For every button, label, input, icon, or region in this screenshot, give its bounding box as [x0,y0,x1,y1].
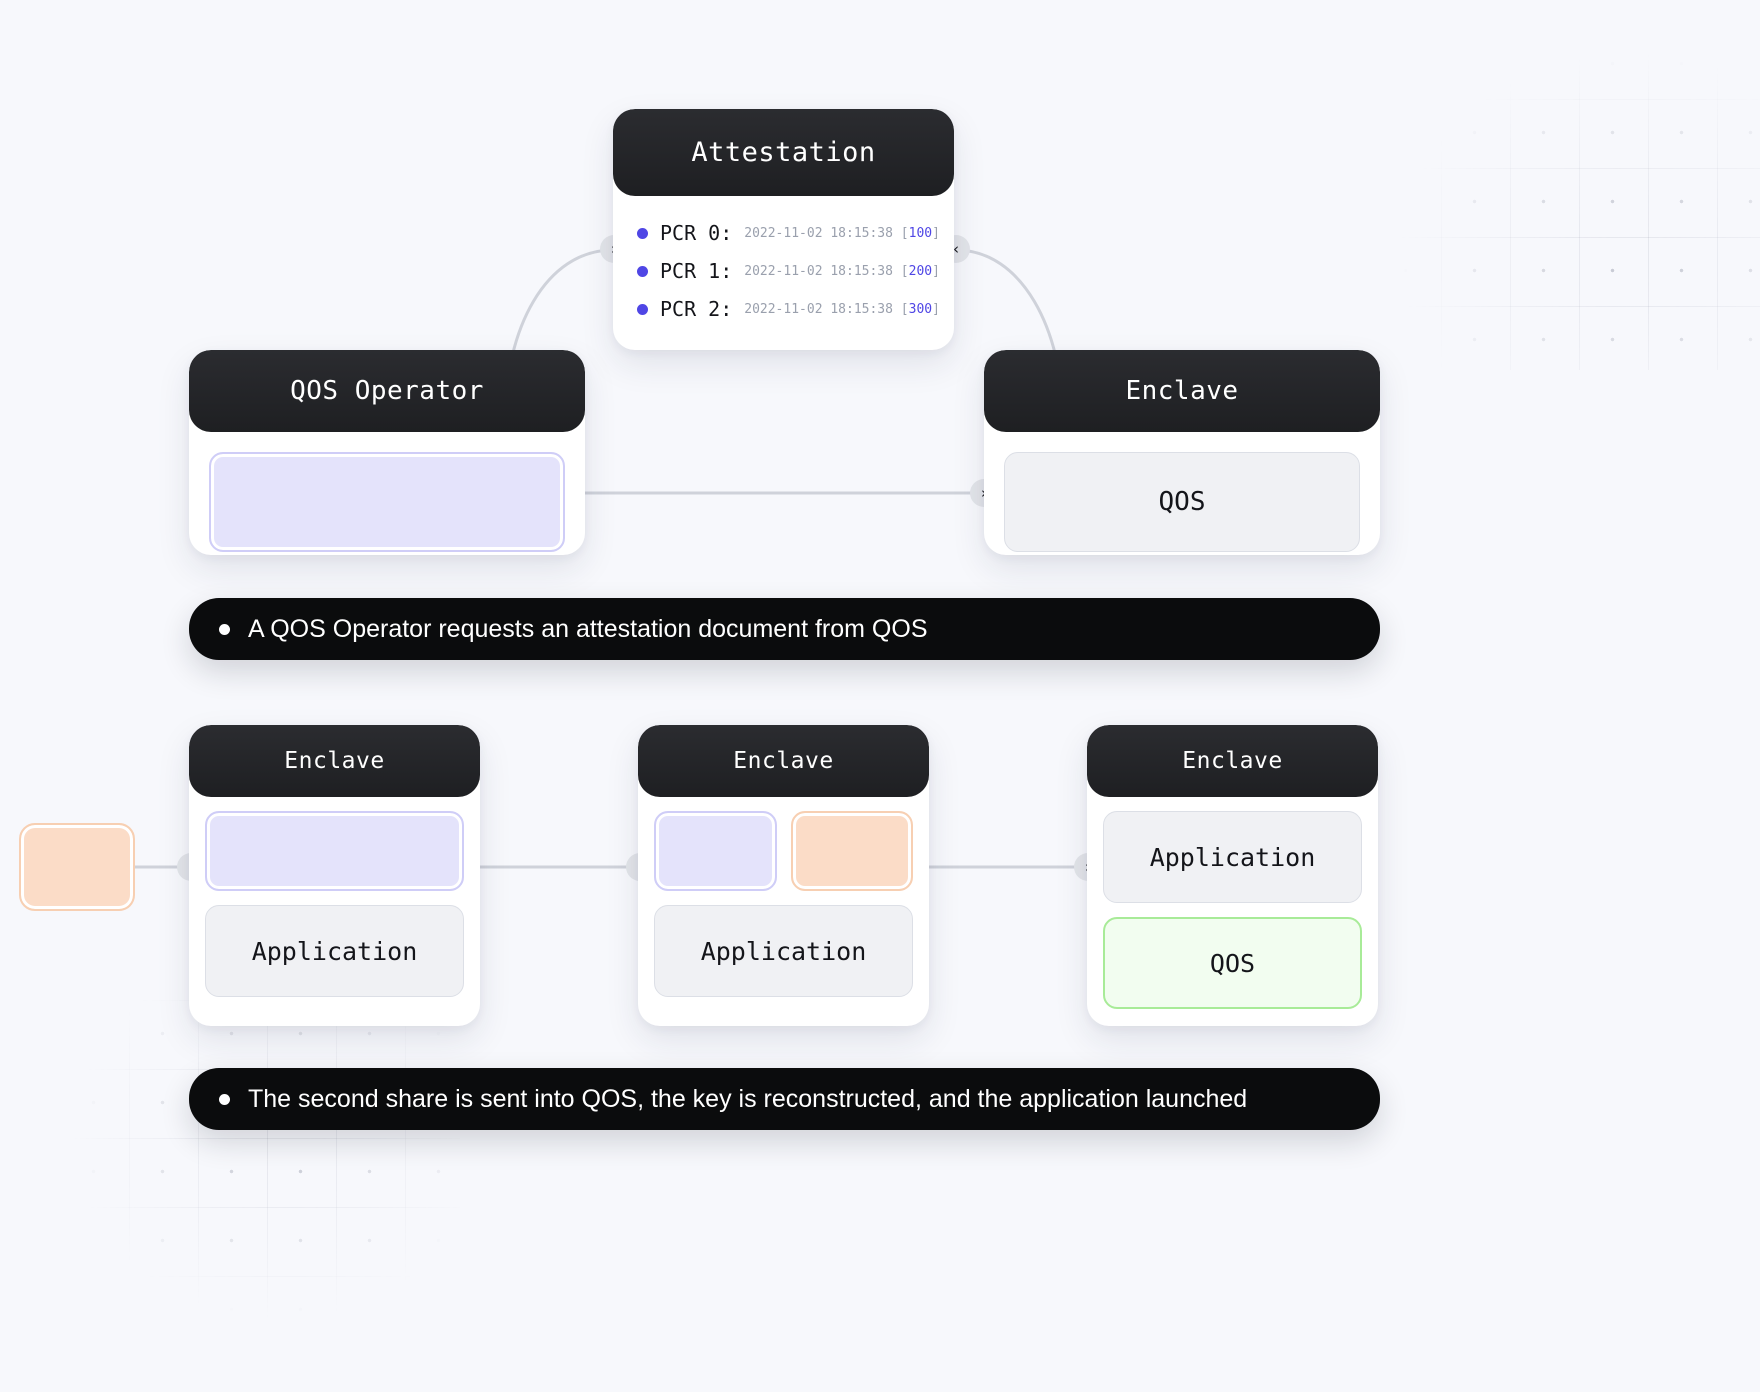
enclave-bottom-1-lavender-share [205,811,464,891]
pcr-row: PCR 2: 2022-11-02 18:15:38 [300] [637,290,940,328]
enclave-bottom-2-application-box: Application [654,905,913,997]
pcr-meta: 2022-11-02 18:15:38 [300] [744,301,940,317]
enclave-top-title: Enclave [984,350,1380,432]
attestation-card: Attestation PCR 0: 2022-11-02 18:15:38 [… [613,109,954,350]
enclave-bottom-1-share-row [205,811,464,891]
enclave-bottom-card-1: Enclave Application [189,725,480,1026]
enclave-bottom-2-lavender-share [654,811,777,891]
enclave-top-qos-box: QOS [1004,452,1360,552]
pcr-timestamp: 2022-11-02 18:15:38 [744,301,893,317]
enclave-bottom-1-application-box: Application [205,905,464,997]
enclave-top-card: Enclave QOS [984,350,1380,555]
caption-step-1: A QOS Operator requests an attestation d… [189,598,1380,660]
pcr-meta: 2022-11-02 18:15:38 [200] [744,263,940,279]
pcr-timestamp: 2022-11-02 18:15:38 [744,263,893,279]
attestation-pcr-list: PCR 0: 2022-11-02 18:15:38 [100] PCR 1: … [613,196,954,350]
pcr-timestamp: 2022-11-02 18:15:38 [744,225,893,241]
decorative-grid-top-right [1372,30,1760,370]
pcr-label: PCR 2: [660,297,733,321]
caption-text: The second share is sent into QOS, the k… [248,1084,1248,1113]
enclave-bottom-2-peach-share [790,811,913,891]
enclave-bottom-2-title: Enclave [638,725,929,797]
enclave-bottom-1-title: Enclave [189,725,480,797]
bullet-dot-icon [637,227,648,239]
enclave-bottom-3-title: Enclave [1087,725,1378,797]
pcr-index: 300 [908,301,933,317]
pcr-row: PCR 0: 2022-11-02 18:15:38 [100] [637,214,940,252]
enclave-bottom-1-body: Application [189,797,480,1026]
qos-operator-body [189,432,585,555]
pcr-index: 100 [908,225,933,241]
pcr-row: PCR 1: 2022-11-02 18:15:38 [200] [637,252,940,290]
enclave-bottom-2-body: Application [638,797,929,1026]
enclave-bottom-2-share-row [654,811,913,891]
caption-step-2: The second share is sent into QOS, the k… [189,1068,1380,1130]
pcr-label: PCR 0: [660,221,733,245]
caption-text: A QOS Operator requests an attestation d… [248,614,928,643]
pcr-meta: 2022-11-02 18:15:38 [100] [744,225,940,241]
qos-operator-card: QOS Operator [189,350,585,555]
key-share-chip [19,823,135,911]
bullet-dot-icon [637,303,648,315]
enclave-top-body: QOS [984,432,1380,555]
qos-operator-title: QOS Operator [189,350,585,432]
enclave-bottom-card-3: Enclave Application QOS [1087,725,1378,1026]
pcr-index: 200 [908,263,933,279]
bullet-dot-icon [219,1093,230,1105]
attestation-title: Attestation [613,109,954,196]
operator-key-share-box [209,452,565,552]
enclave-bottom-3-qos-box: QOS [1103,917,1362,1009]
bullet-dot-icon [219,623,230,635]
enclave-bottom-card-2: Enclave Application [638,725,929,1026]
decorative-grid-bottom-left [60,1000,460,1340]
enclave-bottom-3-body: Application QOS [1087,797,1378,1026]
pcr-label: PCR 1: [660,259,733,283]
bullet-dot-icon [637,265,648,277]
enclave-bottom-3-application-box: Application [1103,811,1362,903]
